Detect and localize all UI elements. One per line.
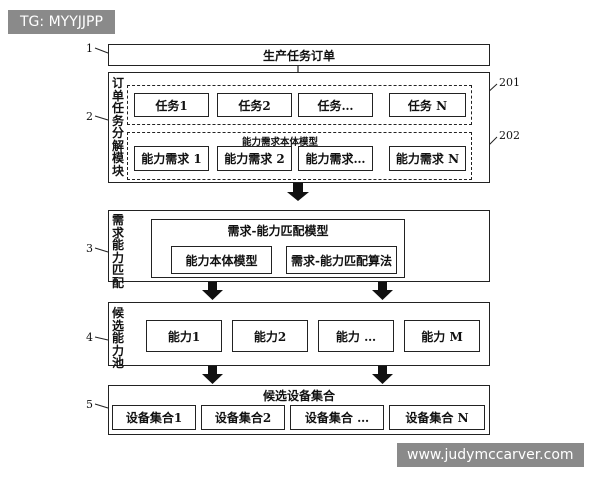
requirement-box-1: 能力需求 1 — [134, 146, 209, 171]
requirement-group-dashed-box — [127, 132, 472, 180]
ref-number-202: 202 — [499, 129, 520, 142]
task-group-dashed-box — [127, 85, 472, 125]
demand-capability-matching-label: 需求能力匹配 — [111, 213, 124, 290]
production-order-box: 生产任务订单 — [108, 44, 490, 66]
task-decomposition-label: 订单任务分解模块 — [111, 76, 124, 178]
candidate-equipment-set-title: 候选设备集合 — [262, 388, 335, 403]
ref-number-3: 3 — [86, 242, 93, 255]
task-box-n: 任务 N — [389, 93, 466, 117]
watermark-label-bottom: www.judymccarver.com — [397, 443, 584, 467]
capability-box-3: 能力 … — [318, 320, 394, 352]
matching-algorithm-box: 需求-能力匹配算法 — [286, 246, 397, 274]
capability-box-m: 能力 M — [404, 320, 480, 352]
task-box-2: 任务2 — [217, 93, 292, 117]
capability-box-2: 能力2 — [232, 320, 308, 352]
candidate-capability-pool-label: 候选能力池 — [111, 306, 124, 370]
requirement-box-2: 能力需求 2 — [217, 146, 292, 171]
capability-ontology-model-box: 能力本体模型 — [171, 246, 272, 274]
matching-model-title: 需求-能力匹配模型 — [227, 223, 329, 238]
equipment-set-box-3: 设备集合 … — [290, 405, 384, 430]
task-box-1: 任务1 — [134, 93, 209, 117]
requirement-ontology-model-label: 能力需求本体模型 — [241, 136, 318, 148]
equipment-set-box-2: 设备集合2 — [201, 405, 285, 430]
ref-number-4: 4 — [86, 331, 93, 344]
equipment-set-box-n: 设备集合 N — [389, 405, 485, 430]
watermark-label-top: TG: MYYJJPP — [8, 10, 115, 34]
task-box-3: 任务… — [298, 93, 373, 117]
ref-number-5: 5 — [86, 398, 93, 411]
ref-number-1: 1 — [86, 42, 93, 55]
ref-number-2: 2 — [86, 110, 93, 123]
ref-number-201: 201 — [499, 76, 520, 89]
requirement-box-3: 能力需求… — [298, 146, 373, 171]
requirement-box-n: 能力需求 N — [389, 146, 466, 171]
equipment-set-box-1: 设备集合1 — [112, 405, 196, 430]
capability-box-1: 能力1 — [146, 320, 222, 352]
